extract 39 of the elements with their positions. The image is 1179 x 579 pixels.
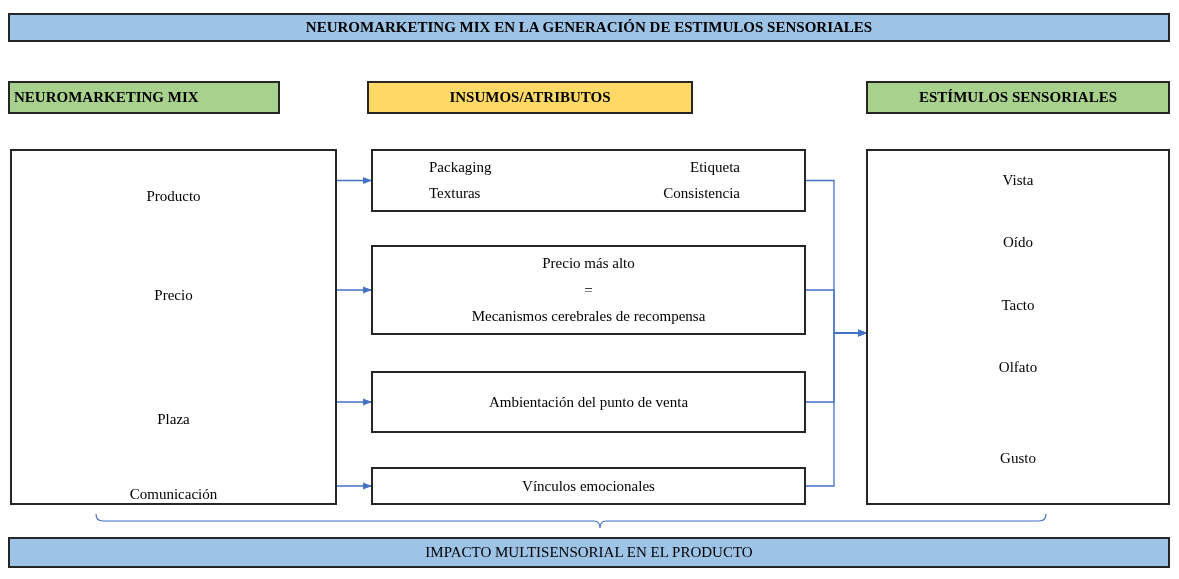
node-text: = bbox=[584, 280, 593, 300]
node-text: Comunicación bbox=[129, 486, 218, 502]
attribute-box bbox=[371, 371, 806, 433]
node-text: Packaging bbox=[429, 159, 492, 176]
attribute-box bbox=[371, 467, 806, 505]
result-band bbox=[8, 537, 1170, 568]
node-text: Producto bbox=[146, 188, 201, 204]
arrow bbox=[336, 286, 372, 294]
node-text: Vista bbox=[1002, 172, 1034, 188]
node-text: Precio bbox=[154, 287, 193, 303]
node-text: NEUROMARKETING MIX EN LA GENERACIÓN DE ESTIMULOS SENSORIALES bbox=[305, 18, 873, 37]
node-text: Mecanismos cerebrales de recompensa bbox=[471, 307, 706, 327]
node-text: Ambientación del punto de venta bbox=[488, 392, 689, 412]
node-text: Consistencia bbox=[663, 184, 740, 201]
node-text: Vínculos emocionales bbox=[522, 476, 655, 496]
node-text: IMPACTO MULTISENSORIAL EN EL PRODUCTO bbox=[425, 543, 753, 562]
node-text: Plaza bbox=[157, 411, 190, 427]
attribute-box bbox=[371, 245, 806, 335]
category-box bbox=[10, 149, 337, 505]
header-box bbox=[8, 81, 280, 114]
node-text: Gusto bbox=[1000, 450, 1036, 466]
node-text: NEUROMARKETING MIX bbox=[14, 88, 199, 107]
header-box bbox=[367, 81, 693, 114]
node-text: Precio más alto bbox=[542, 253, 635, 273]
node-text: Oído bbox=[1003, 234, 1033, 250]
node-text: Etiqueta bbox=[690, 159, 740, 176]
arrow bbox=[336, 398, 372, 406]
header-box bbox=[866, 81, 1170, 114]
attribute-box bbox=[371, 149, 806, 212]
node-text: Olfato bbox=[998, 359, 1038, 375]
title-band bbox=[8, 13, 1170, 42]
node-text: ESTÍMULOS SENSORIALES bbox=[919, 88, 1117, 107]
node-text: INSUMOS/ATRIBUTOS bbox=[449, 88, 611, 107]
senses-box bbox=[866, 149, 1170, 505]
arrow bbox=[336, 176, 372, 185]
node-text: Texturas bbox=[429, 184, 481, 201]
arrow bbox=[336, 482, 372, 490]
node-text: Tacto bbox=[1001, 297, 1035, 313]
arrow bbox=[805, 329, 867, 487]
